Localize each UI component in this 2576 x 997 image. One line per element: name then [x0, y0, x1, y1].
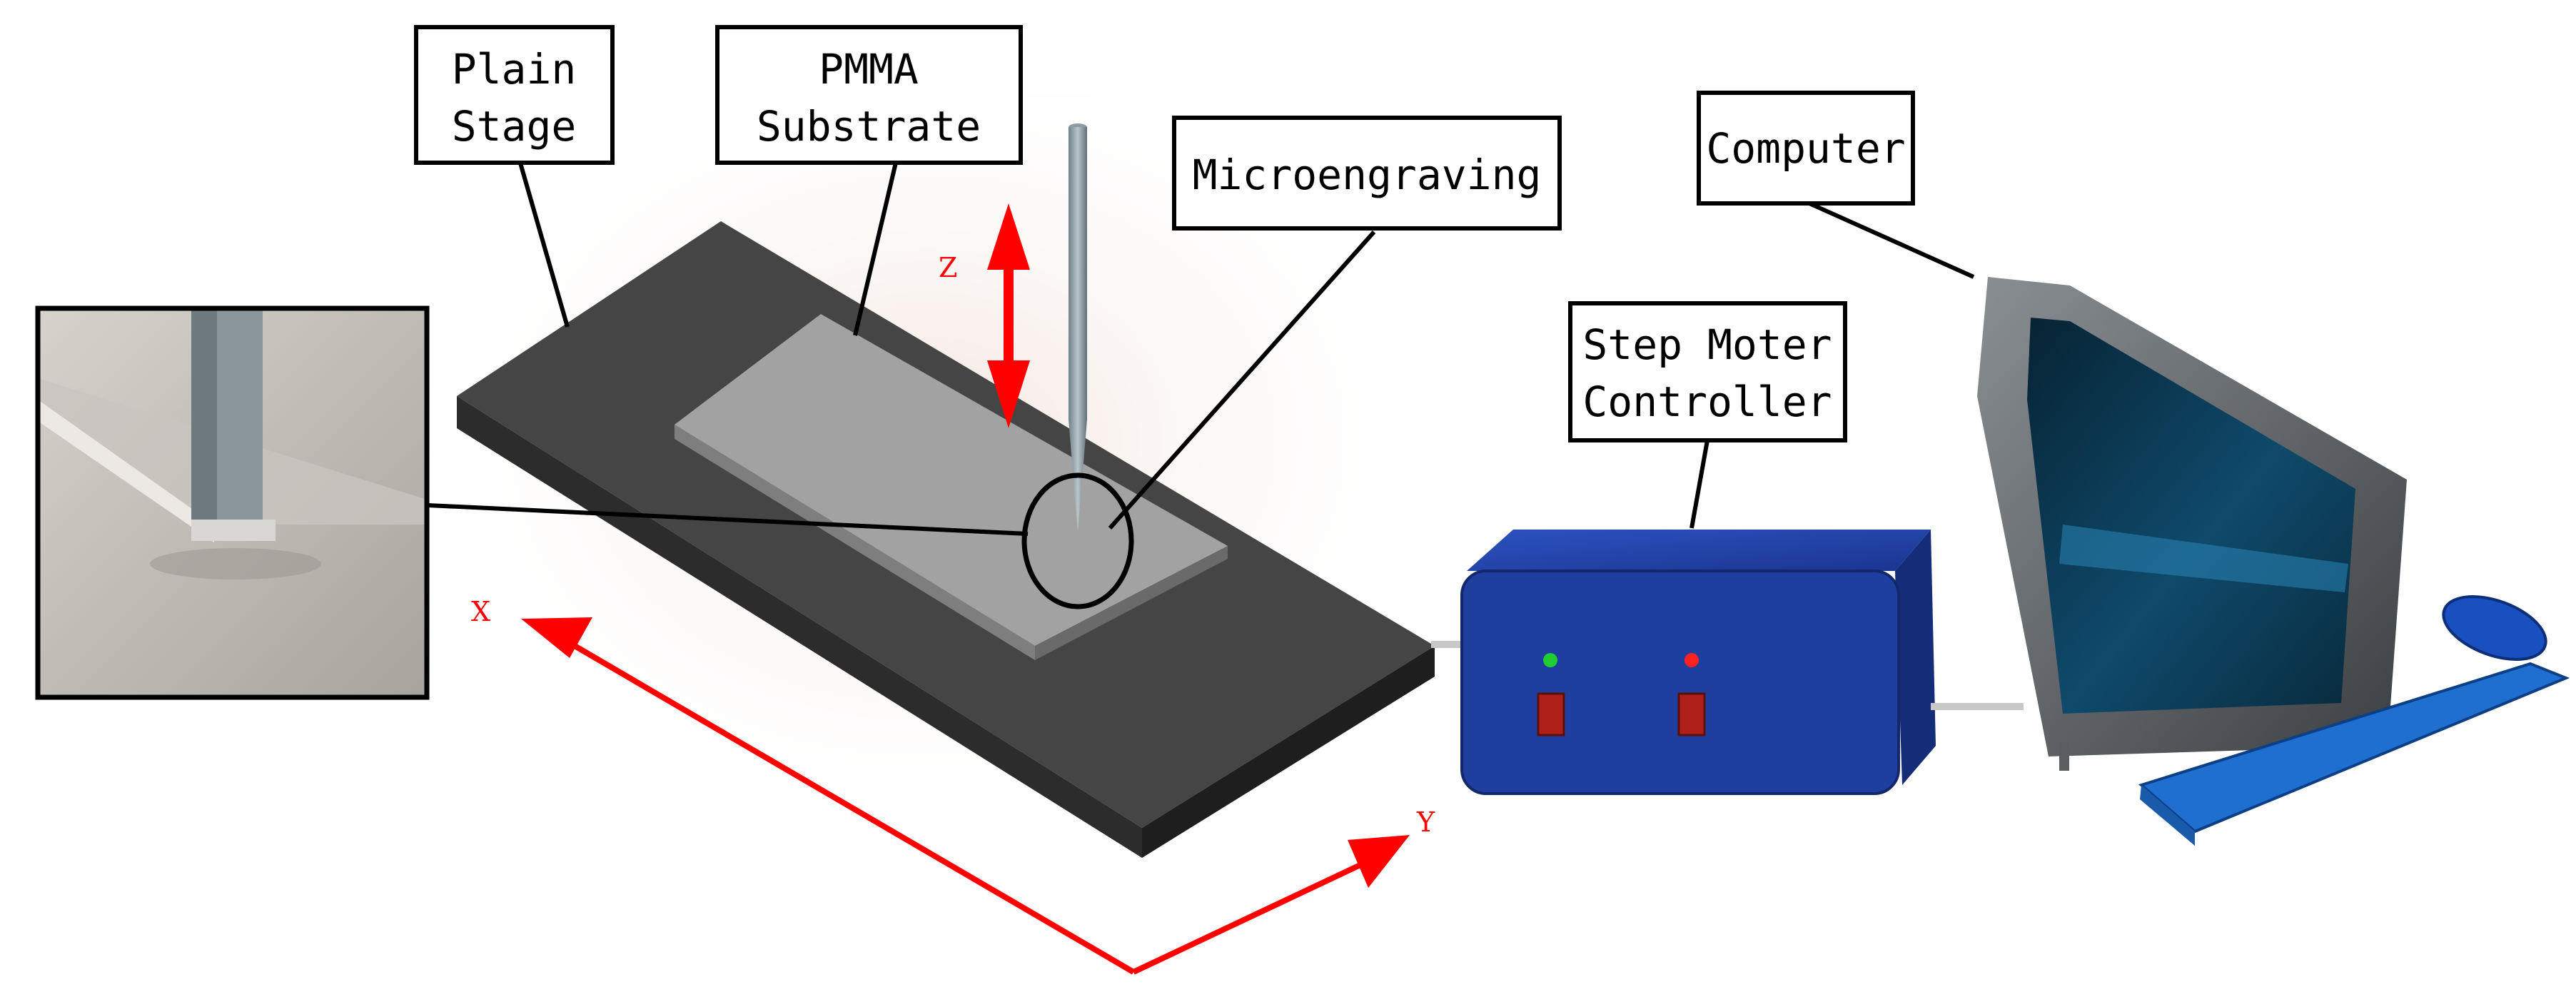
controller-side: [1895, 530, 1936, 785]
computer-leader: [1808, 201, 1975, 279]
step-motor-controller-label: Step Moter Controller: [1568, 301, 1847, 442]
pmma-substrate-label-line2: Substrate: [757, 102, 981, 151]
y-arrow-shaft: [1132, 861, 1365, 975]
x-axis-label: X: [471, 596, 490, 627]
z-arrow-shaft: [1004, 265, 1014, 365]
inset-tool-tip: [191, 520, 276, 541]
stage-right-face: [1142, 646, 1435, 858]
plain-stage-label-line1: Plain: [452, 45, 577, 93]
plain-stage-leader: [517, 160, 570, 328]
controller-to-computer-cable: [1931, 703, 2024, 710]
computer-label-text: Computer: [1706, 124, 1905, 173]
step-motor-controller-label-line1: Step Moter: [1582, 320, 1832, 369]
controller-switch-right[interactable]: [1677, 692, 1706, 737]
keyboard-base: [2140, 785, 2195, 846]
plain-stage-label-line2: Stage: [452, 102, 577, 151]
step-motor-controller: [1431, 530, 2024, 795]
monitor-stand: [2059, 742, 2069, 771]
plain-stage-label-box: [414, 25, 615, 165]
microengraving-label: Microengraving: [1172, 116, 1562, 231]
y-arrow-head: [1348, 835, 1410, 888]
engraving-highlight-circle: [1021, 472, 1134, 609]
pmma-substrate-label-line1: PMMA: [819, 45, 919, 93]
controller-top: [1467, 530, 1931, 571]
microengraving-label-text: Microengraving: [1193, 151, 1542, 199]
z-axis-label: Z: [939, 252, 957, 283]
x-arrow-shaft: [569, 641, 1136, 975]
pmma-substrate: [675, 314, 1228, 660]
monitor-screen-reflection: [2059, 525, 2348, 592]
x-arrow-head: [521, 617, 592, 658]
z-arrow-head-down: [987, 360, 1030, 428]
substrate-top-face: [675, 314, 1228, 646]
pmma-substrate-label: PMMA Substrate: [715, 25, 1023, 165]
controller-led-green: [1543, 653, 1557, 667]
microengraving-label-box: [1172, 116, 1562, 231]
inset-shadow: [150, 548, 321, 580]
computer-label-box: [1697, 91, 1915, 206]
pmma-substrate-label-box: [715, 25, 1023, 165]
monitor-screen: [2027, 318, 2355, 714]
controller-led-red: [1684, 653, 1699, 667]
stage-to-controller-cable: [1431, 641, 1474, 648]
tool-tip-inset: [35, 305, 430, 700]
mouse-icon[interactable]: [2435, 584, 2555, 672]
step-motor-controller-label-box: [1568, 301, 1847, 442]
inset-tool-face: [191, 308, 217, 522]
xy-axis-arrows: X Y: [471, 596, 1435, 975]
controller-leader: [1689, 440, 1709, 529]
controller-front: [1460, 570, 1900, 795]
computer-label: Computer: [1697, 91, 1915, 206]
y-axis-label: Y: [1416, 806, 1435, 838]
inset-leader-line: [428, 503, 1029, 536]
z-axis-arrow: Z: [939, 203, 1030, 428]
step-motor-controller-label-line2: Controller: [1582, 378, 1832, 426]
computer: [1977, 277, 2570, 846]
substrate-edge: [675, 425, 1035, 660]
pmma-substrate-leader: [853, 162, 898, 336]
needle-shaft: [1069, 127, 1087, 420]
inset-substrate-edge: [38, 400, 214, 542]
stage-left-face: [457, 396, 1142, 858]
microengraving-leader: [1108, 231, 1376, 530]
z-arrow-head-up: [987, 203, 1030, 270]
plain-stage-label: Plain Stage: [414, 25, 615, 165]
substrate-edge-right: [1035, 546, 1228, 660]
controller-switch-left[interactable]: [1537, 692, 1565, 737]
inset-border: [35, 305, 430, 700]
